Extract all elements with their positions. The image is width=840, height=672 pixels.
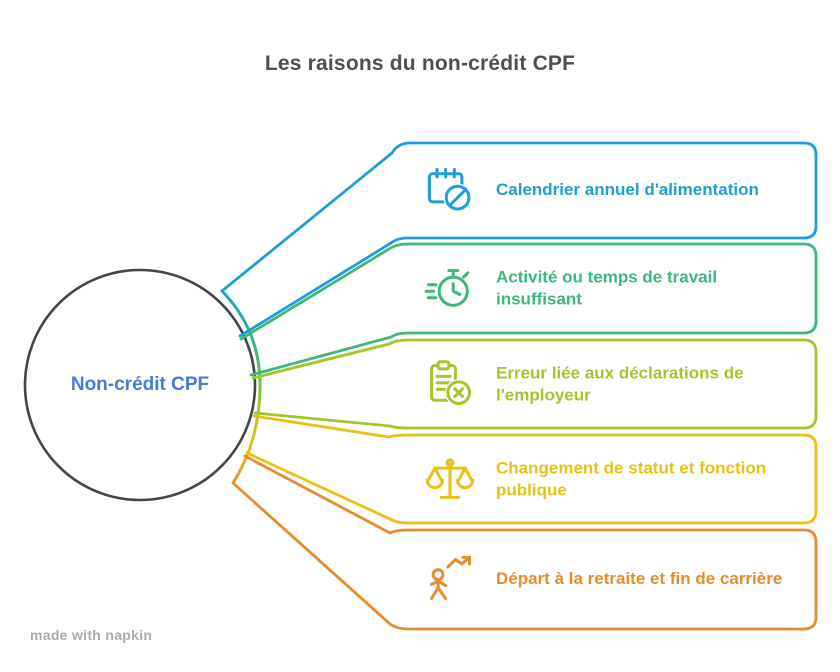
clipboard-error-icon	[424, 358, 476, 410]
calendar-blocked-icon	[424, 164, 476, 216]
watermark: made with napkin	[30, 627, 153, 643]
branch-box-1	[220, 141, 818, 338]
stopwatch-icon	[424, 262, 476, 314]
branch-label-2: Activité ou temps de travail insuffisant	[496, 267, 718, 308]
branch-box-5	[231, 454, 818, 631]
branch-box-3	[251, 338, 818, 430]
branch-box-2	[239, 242, 818, 377]
retirement-icon	[424, 553, 476, 605]
branch-box-4	[245, 414, 818, 525]
center-circle-label: Non-crédit CPF	[70, 374, 210, 395]
scales-icon	[424, 453, 476, 505]
page-title: Les raisons du non-crédit CPF	[264, 52, 576, 75]
center-circle	[23, 268, 257, 502]
branch-label-1: Calendrier annuel d'alimentation	[496, 180, 759, 200]
branch-label-4: Changement de statut et fonction publiqu…	[496, 458, 767, 499]
branch-label-3: Erreur liée aux déclarations de l'employ…	[496, 363, 744, 404]
branch-label-5: Départ à la retraite et fin de carrière	[496, 569, 783, 589]
